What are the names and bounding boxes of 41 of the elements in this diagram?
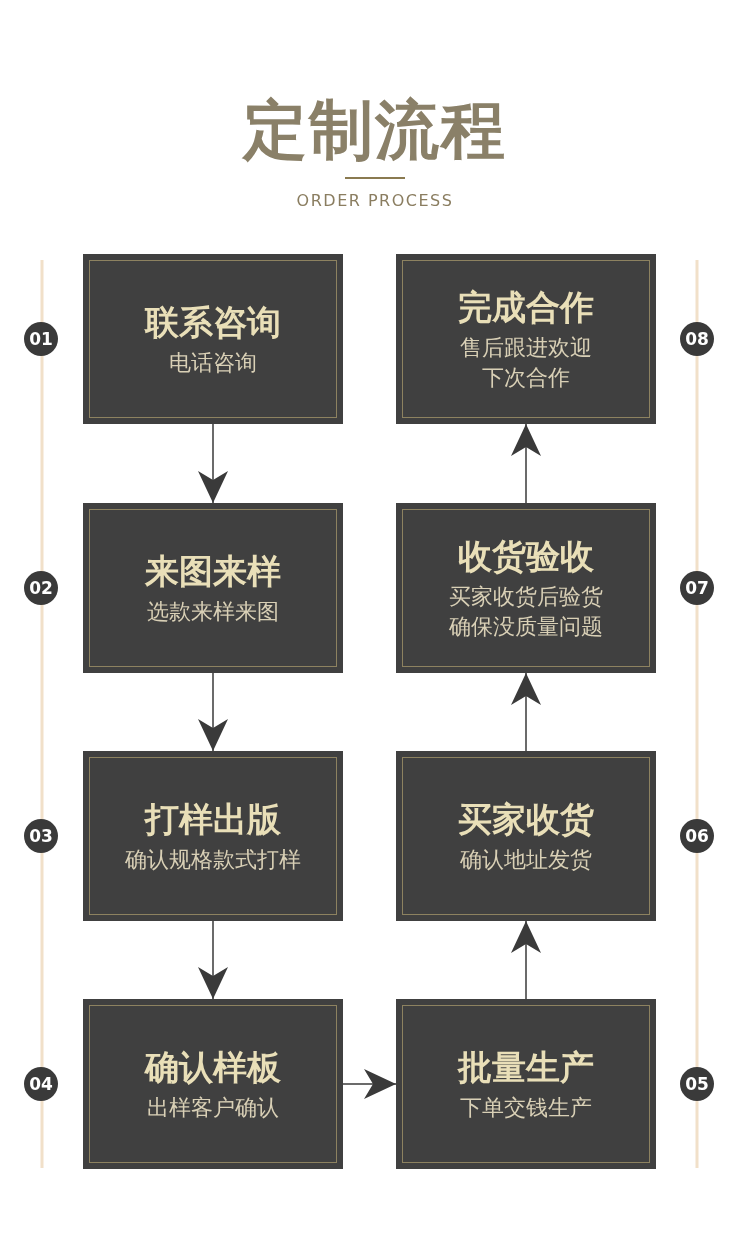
subtitle: ORDER PROCESS (295, 190, 455, 212)
step-description: 买家收货后验货确保没质量问题 (448, 583, 604, 641)
step-box (83, 999, 343, 1169)
step-number: 08 (680, 322, 714, 356)
step-description: 出样客户确认 (147, 1094, 279, 1122)
arrow (198, 920, 228, 1000)
step-box (83, 254, 343, 424)
step-number: 01 (24, 322, 58, 356)
step-box (83, 503, 343, 673)
step-box (83, 751, 343, 921)
step-title: 完成合作 (458, 286, 594, 329)
step-description: 确认规格款式打样 (125, 846, 301, 874)
step-description: 售后跟进欢迎下次合作 (459, 334, 593, 392)
step-number: 02 (24, 571, 58, 605)
step-title: 来图来样 (145, 550, 281, 593)
step-box (396, 999, 656, 1169)
step-title: 批量生产 (458, 1046, 594, 1089)
arrow (511, 423, 541, 504)
step-number: 05 (680, 1067, 714, 1101)
step-number: 06 (680, 819, 714, 853)
arrow (198, 672, 228, 752)
step-box (396, 254, 656, 424)
step-description: 确认地址发货 (460, 846, 592, 874)
arrow (511, 920, 541, 1000)
step-title: 收货验收 (458, 535, 594, 578)
step-description: 下单交钱生产 (460, 1094, 592, 1122)
step-box (396, 751, 656, 921)
step-number: 03 (24, 819, 58, 853)
step-box (396, 503, 656, 673)
arrow (198, 423, 228, 504)
step-number: 04 (24, 1067, 58, 1101)
step-title: 确认样板 (145, 1046, 281, 1089)
arrow (511, 672, 541, 752)
title: 定制流程 (241, 92, 508, 168)
step-title: 打样出版 (145, 798, 281, 841)
arrow (342, 1069, 397, 1099)
step-title: 买家收货 (458, 798, 594, 841)
step-description: 选款来样来图 (147, 598, 279, 626)
step-description: 电话咨询 (169, 349, 257, 377)
step-title: 联系咨询 (145, 301, 281, 344)
step-number: 07 (680, 571, 714, 605)
